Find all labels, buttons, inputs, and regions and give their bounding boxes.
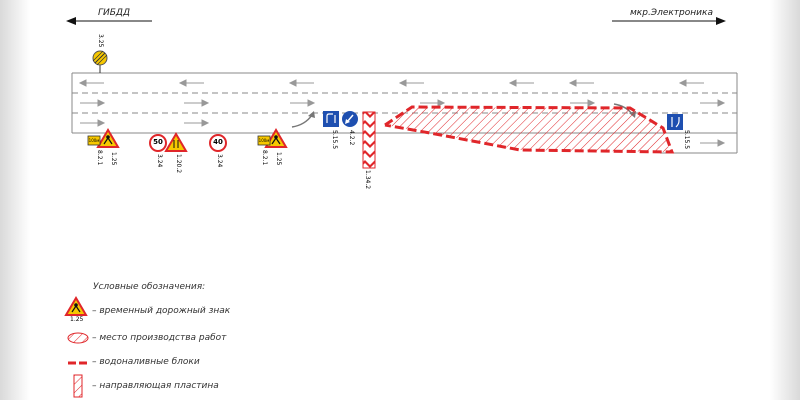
sign-lane-end-right <box>667 114 683 130</box>
sign-number-3-24-b: 3.24 <box>216 154 223 168</box>
sign-road-works-right <box>257 128 288 148</box>
legend-icon-temporary-sign <box>64 296 88 316</box>
plate-text-right: 100м <box>258 138 270 143</box>
sign-number-3-25: 3.25 <box>97 34 104 48</box>
sign-number-1-20-2: 1.20.2 <box>175 154 182 174</box>
legend-item-temporary-sign-code: 1.25 <box>70 316 84 323</box>
sign-speed-limit-40 <box>209 134 227 152</box>
sign-lane-end-left <box>323 111 339 127</box>
sign-number-8-2-1-b: 8.2.1 <box>261 150 268 166</box>
legend-item-guide-plate: – направляющая пластина <box>92 381 219 391</box>
plate-text-left: 100м <box>88 138 100 143</box>
legend-item-water-blocks: – водоналивные блоки <box>92 357 200 367</box>
sign-number-5-15-5-a: 5.15.5 <box>331 130 338 150</box>
work-zone-area <box>385 107 670 152</box>
legend-item-work-zone: – место производства работ <box>92 333 227 343</box>
legend-title: Условные обозначения: <box>93 282 206 292</box>
guide-plate <box>362 111 376 169</box>
lane-shift-arrow <box>291 114 313 128</box>
lane-arrows-top <box>78 79 704 87</box>
lane-arrows-bottom <box>80 99 726 147</box>
legend-icon-guide-plate <box>73 374 83 398</box>
sign-number-5-15-5-b: 5.15.5 <box>683 130 690 150</box>
direction-arrow-left <box>66 17 152 25</box>
direction-arrow-right <box>612 17 726 25</box>
sign-road-works-left <box>87 128 120 148</box>
sign-road-narrows <box>164 132 188 152</box>
sign-number-1-25-a: 1.25 <box>110 152 117 166</box>
sign-number-1-34-2: 1.34.2 <box>364 170 371 190</box>
direction-label-left: ГИБДД <box>98 8 130 18</box>
direction-label-right: мкр.Электроника <box>630 8 713 18</box>
sign-end-of-speed-limit <box>92 50 108 73</box>
sign-speed-limit-50 <box>149 134 167 152</box>
sign-pass-left <box>342 111 358 127</box>
sign-50-value: 50 <box>153 138 163 146</box>
sign-number-4-2-2: 4.2.2 <box>348 130 355 146</box>
water-filled-blocks <box>384 105 675 154</box>
lane-shift-arrowhead <box>308 111 315 118</box>
sign-number-3-24-a: 3.24 <box>156 154 163 168</box>
sign-40-value: 40 <box>213 138 223 146</box>
sign-number-8-2-1-a: 8.2.1 <box>96 150 103 166</box>
sign-number-1-25-b: 1.25 <box>275 152 282 166</box>
legend-item-temporary-sign: – временный дорожный знак <box>92 306 231 316</box>
legend-icon-work-zone <box>67 332 89 344</box>
